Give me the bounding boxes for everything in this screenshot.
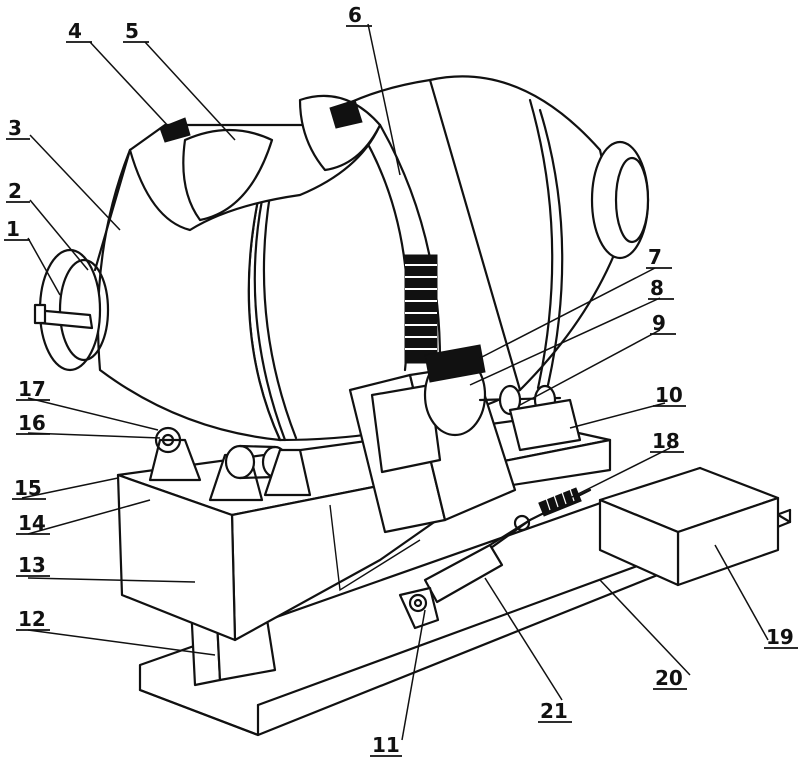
label-8: 8 (650, 276, 664, 300)
label-9: 9 (652, 311, 666, 335)
label-underlines (4, 25, 798, 757)
spring-damper (528, 487, 592, 522)
front-hub (33, 248, 110, 372)
label-6: 6 (348, 3, 362, 27)
label-3: 3 (8, 116, 22, 140)
label-17: 17 (18, 377, 46, 401)
label-5: 5 (125, 19, 139, 43)
drive-pedestal (348, 344, 582, 534)
label-1: 1 (6, 217, 20, 241)
leader-lines (21, 23, 769, 741)
label-2: 2 (8, 179, 22, 203)
label-4: 4 (68, 19, 82, 43)
label-15: 15 (14, 476, 42, 500)
label-13: 13 (18, 553, 46, 577)
label-21: 21 (540, 699, 568, 723)
tilt-cylinder (398, 514, 532, 630)
feed-lid (93, 94, 382, 272)
label-12: 12 (18, 607, 46, 631)
label-14: 14 (18, 511, 46, 535)
label-10: 10 (655, 383, 683, 407)
label-18: 18 (652, 429, 680, 453)
label-11: 11 (372, 733, 400, 757)
part-labels: 1 2 3 4 5 6 7 8 9 10 11 12 13 14 15 16 1… (6, 3, 794, 757)
trunnion-bearings (148, 426, 312, 502)
label-19: 19 (766, 625, 794, 649)
motor-box (598, 466, 780, 587)
label-20: 20 (655, 666, 683, 690)
label-7: 7 (648, 245, 662, 269)
label-16: 16 (18, 411, 46, 435)
